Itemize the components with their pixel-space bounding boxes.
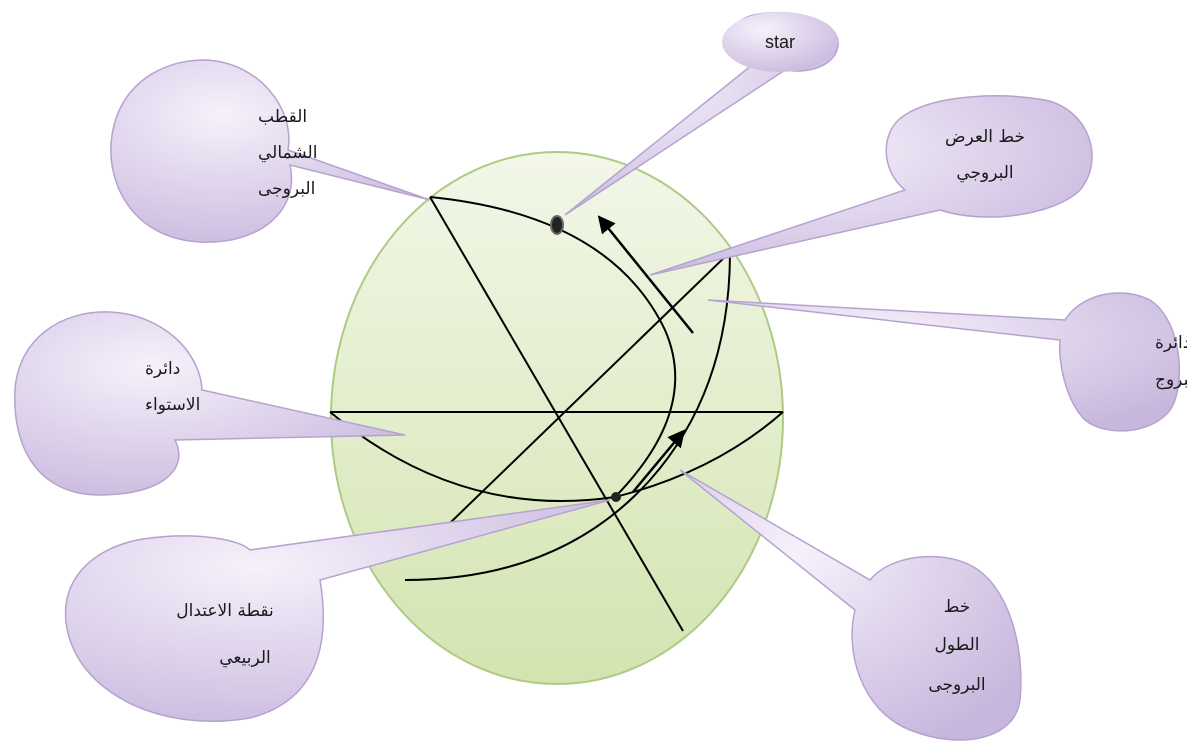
svg-text:خط العرض: خط العرض [945,127,1025,147]
ecliptic-longitude-arc [429,196,677,498]
svg-text:القطب: القطب [258,107,307,127]
svg-text:دائرة: دائرة [145,359,180,379]
ecliptic-latitude-label: خط العرض البروجي [945,127,1025,183]
star-motion-arrow [597,215,694,334]
svg-text:الشمالي: الشمالي [258,143,317,163]
star-point [550,215,564,235]
svg-text:خط: خط [944,597,971,617]
ecliptic-latitude-callout [649,95,1093,276]
svg-text:دائرة: دائرة [1155,333,1187,353]
polar-axis-line [429,196,684,632]
svg-text:نقطة الاعتدال: نقطة الاعتدال [176,601,273,621]
ecliptic-axis-line [419,251,731,553]
ecliptic-circle-arc [404,251,731,581]
ecliptic-north-pole-callout [110,59,431,243]
celestial-equator-arc [329,411,784,503]
svg-text:الطول: الطول [935,635,980,655]
vernal-equinox-label: نقطة الاعتدال الربيعي [176,601,273,668]
svg-text:البروج: البروج [1155,370,1187,390]
svg-text:البروجى: البروجى [258,179,315,199]
ecliptic-circle-callout [707,292,1181,432]
ecliptic-longitude-label: خط الطول البروجى [928,597,985,695]
ecliptic-north-pole-label: القطب الشمالي البروجى [258,107,317,199]
svg-text:الربيعي: الربيعي [219,648,271,668]
equinox-motion-arrow [632,429,686,493]
svg-text:البروجي: البروجي [956,163,1013,183]
celestial-equator-callout [14,311,406,496]
ecliptic-longitude-callout [679,469,1022,741]
star-label: star [765,32,795,52]
vernal-equinox-point [611,492,621,502]
svg-text:البروجى: البروجى [928,675,985,695]
celestial-equator-label: دائرة الاستواء [145,359,200,415]
svg-text:الاستواء: الاستواء [145,395,200,415]
ecliptic-circle-label: دائرة البروج [1155,333,1187,390]
vernal-equinox-callout [64,499,611,722]
